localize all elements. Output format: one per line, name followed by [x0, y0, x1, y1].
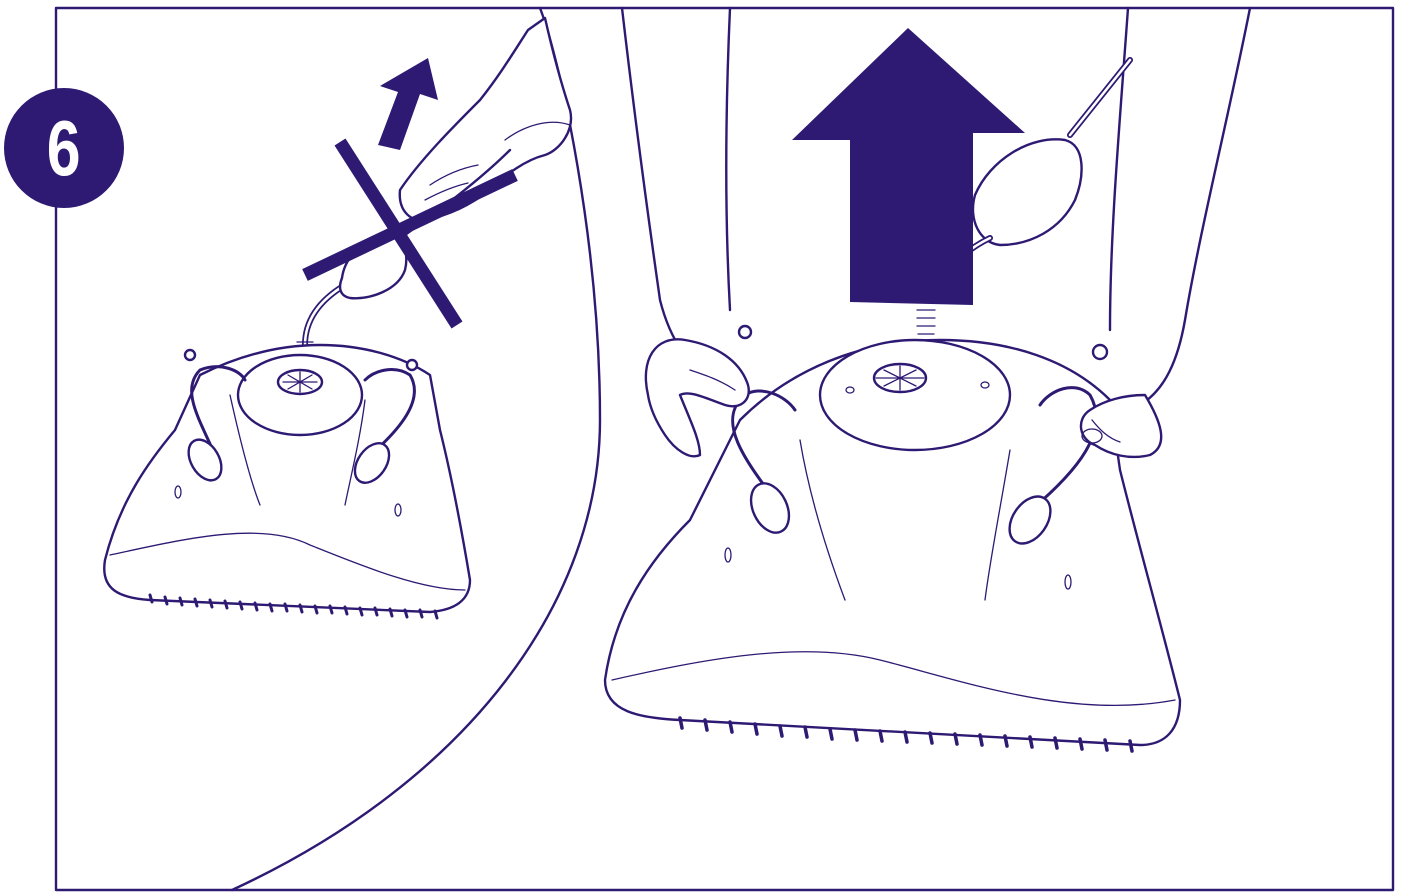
right-panel	[605, 8, 1250, 751]
up-arrow-icon	[792, 28, 1025, 305]
left-robot	[104, 345, 470, 618]
left-arm	[622, 8, 720, 385]
step-number: 6	[47, 109, 81, 187]
pull-direction-arrow-icon	[378, 58, 438, 150]
cable-float	[973, 139, 1082, 245]
step-number-badge: 6	[4, 88, 124, 208]
left-panel	[104, 18, 571, 618]
right-arm	[1140, 8, 1250, 405]
